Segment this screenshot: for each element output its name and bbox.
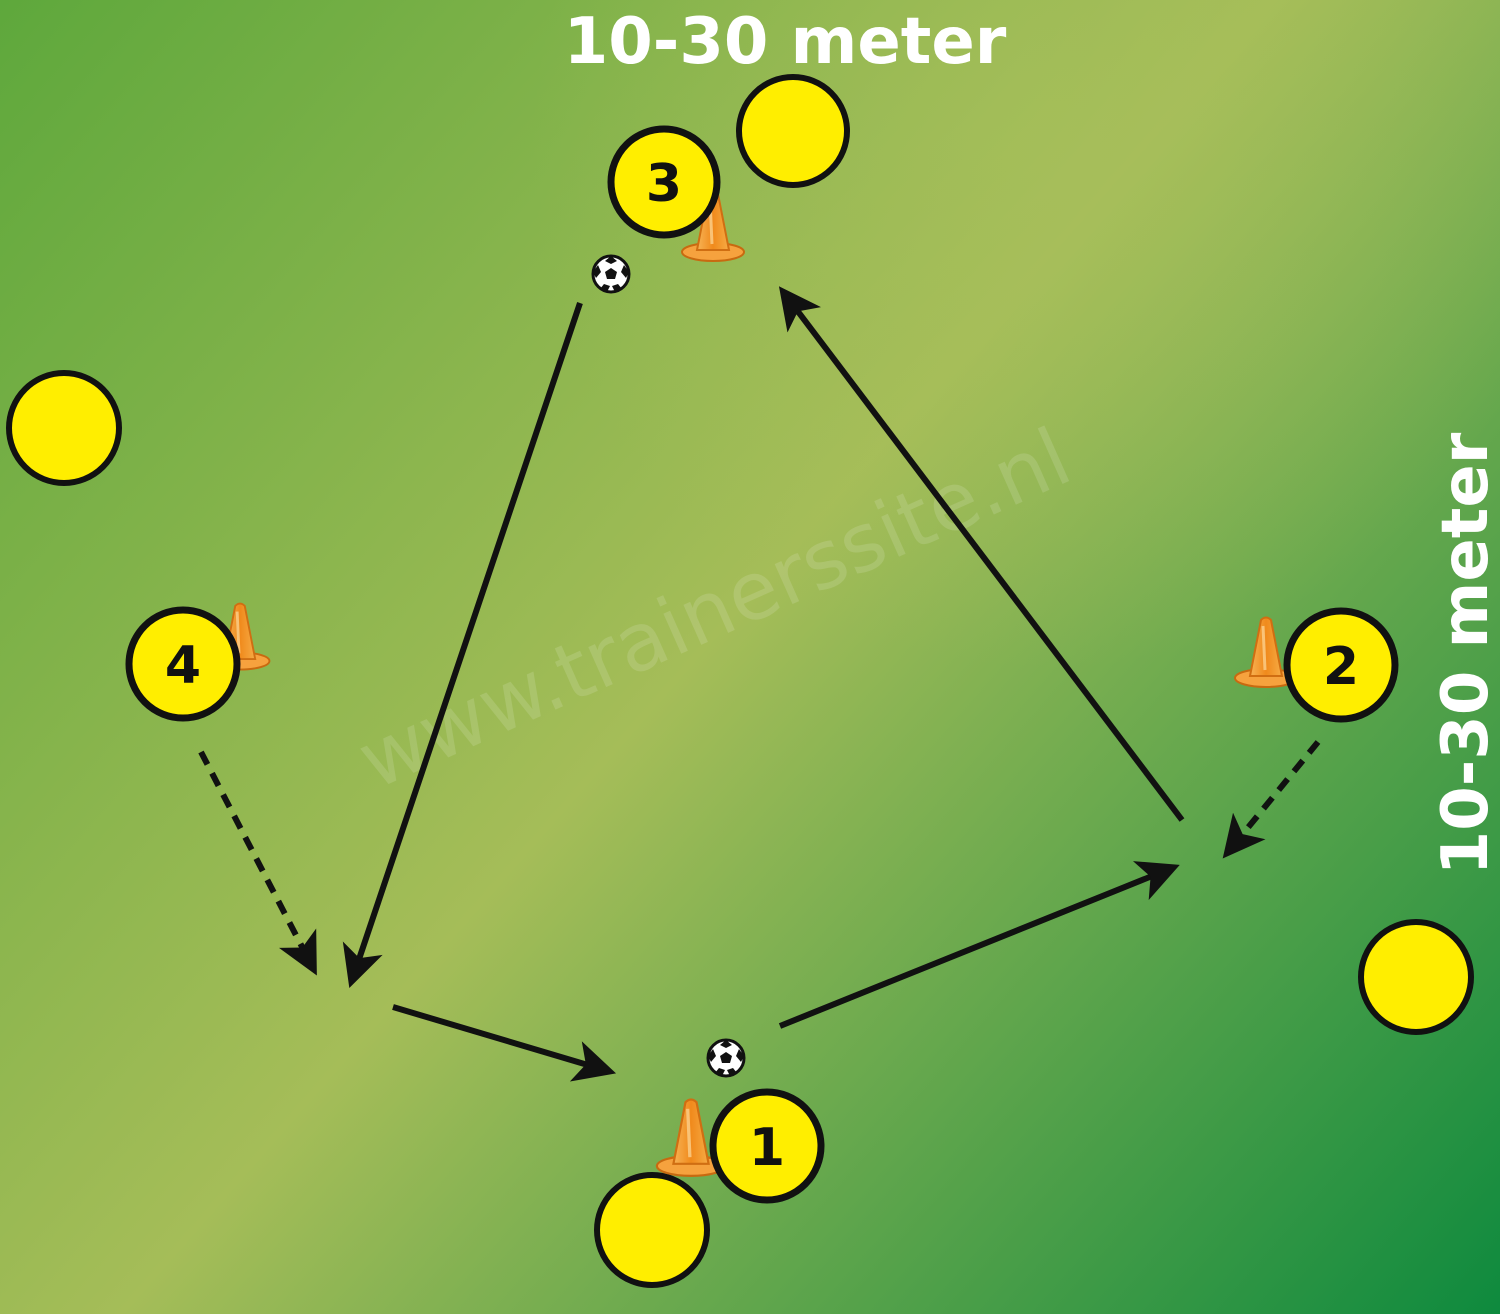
player-3: 3 (607, 125, 721, 239)
player-1: 1 (709, 1088, 825, 1204)
yellow-marker-left (6, 370, 122, 486)
top-dimension-label: 10-30 meter (564, 5, 1007, 79)
yellow-marker-top (736, 74, 850, 188)
player-marker (125, 606, 241, 722)
player-2: 2 (1283, 607, 1399, 723)
player-number: 2 (1323, 637, 1359, 697)
player-number: 4 (165, 636, 201, 696)
player-number: 1 (749, 1118, 785, 1178)
football-icon (591, 254, 631, 294)
side-dimension-label: 10-30 meter (1429, 432, 1500, 875)
player-4: 4 (125, 606, 241, 722)
player-marker (607, 125, 721, 239)
football-icon (706, 1038, 746, 1078)
yellow-marker-right (1358, 919, 1474, 1035)
pass-arrow-1-to-2 (778, 861, 1180, 1029)
pass-arrow-2-to-3 (778, 286, 1185, 822)
player-number: 3 (646, 154, 682, 214)
player-marker (709, 1088, 825, 1204)
player-marker (1283, 607, 1399, 723)
pass-arrow-to-1 (392, 1004, 617, 1082)
yellow-marker-bottom (594, 1172, 710, 1288)
run-arrow-4 (198, 750, 317, 976)
pass-arrow-3-to-4 (342, 302, 583, 988)
